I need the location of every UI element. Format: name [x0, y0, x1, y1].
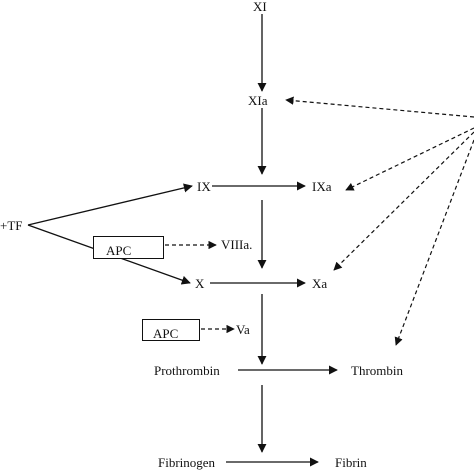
node-ixa: IXa	[312, 179, 332, 194]
node-xia: XIa	[248, 93, 268, 108]
node-prothrombin: Prothrombin	[154, 363, 220, 378]
feedback-to-thrombin	[394, 139, 474, 346]
node-thrombin: Thrombin	[351, 363, 403, 378]
feedback-to-ixa	[345, 127, 474, 191]
node-viiia: VIIIa.	[221, 237, 253, 252]
arrow-tf-to-ix	[27, 183, 193, 226]
node-tf: +TF	[0, 218, 23, 233]
node-xi: XI	[253, 0, 267, 14]
node-fibrin: Fibrin	[335, 455, 367, 470]
node-x: X	[195, 276, 205, 291]
apc-label: APC	[106, 243, 132, 258]
feedback-to-xia	[285, 96, 474, 118]
node-va: Va	[236, 322, 250, 337]
feedback-to-xa	[333, 131, 474, 271]
node-xa: Xa	[312, 276, 328, 291]
apc-label: APC	[153, 326, 179, 341]
node-ix: IX	[197, 179, 211, 194]
apc-box-viiia: APC	[93, 236, 164, 259]
node-fibrinogen: Fibrinogen	[158, 455, 216, 470]
apc-box-va: APC	[142, 319, 200, 341]
